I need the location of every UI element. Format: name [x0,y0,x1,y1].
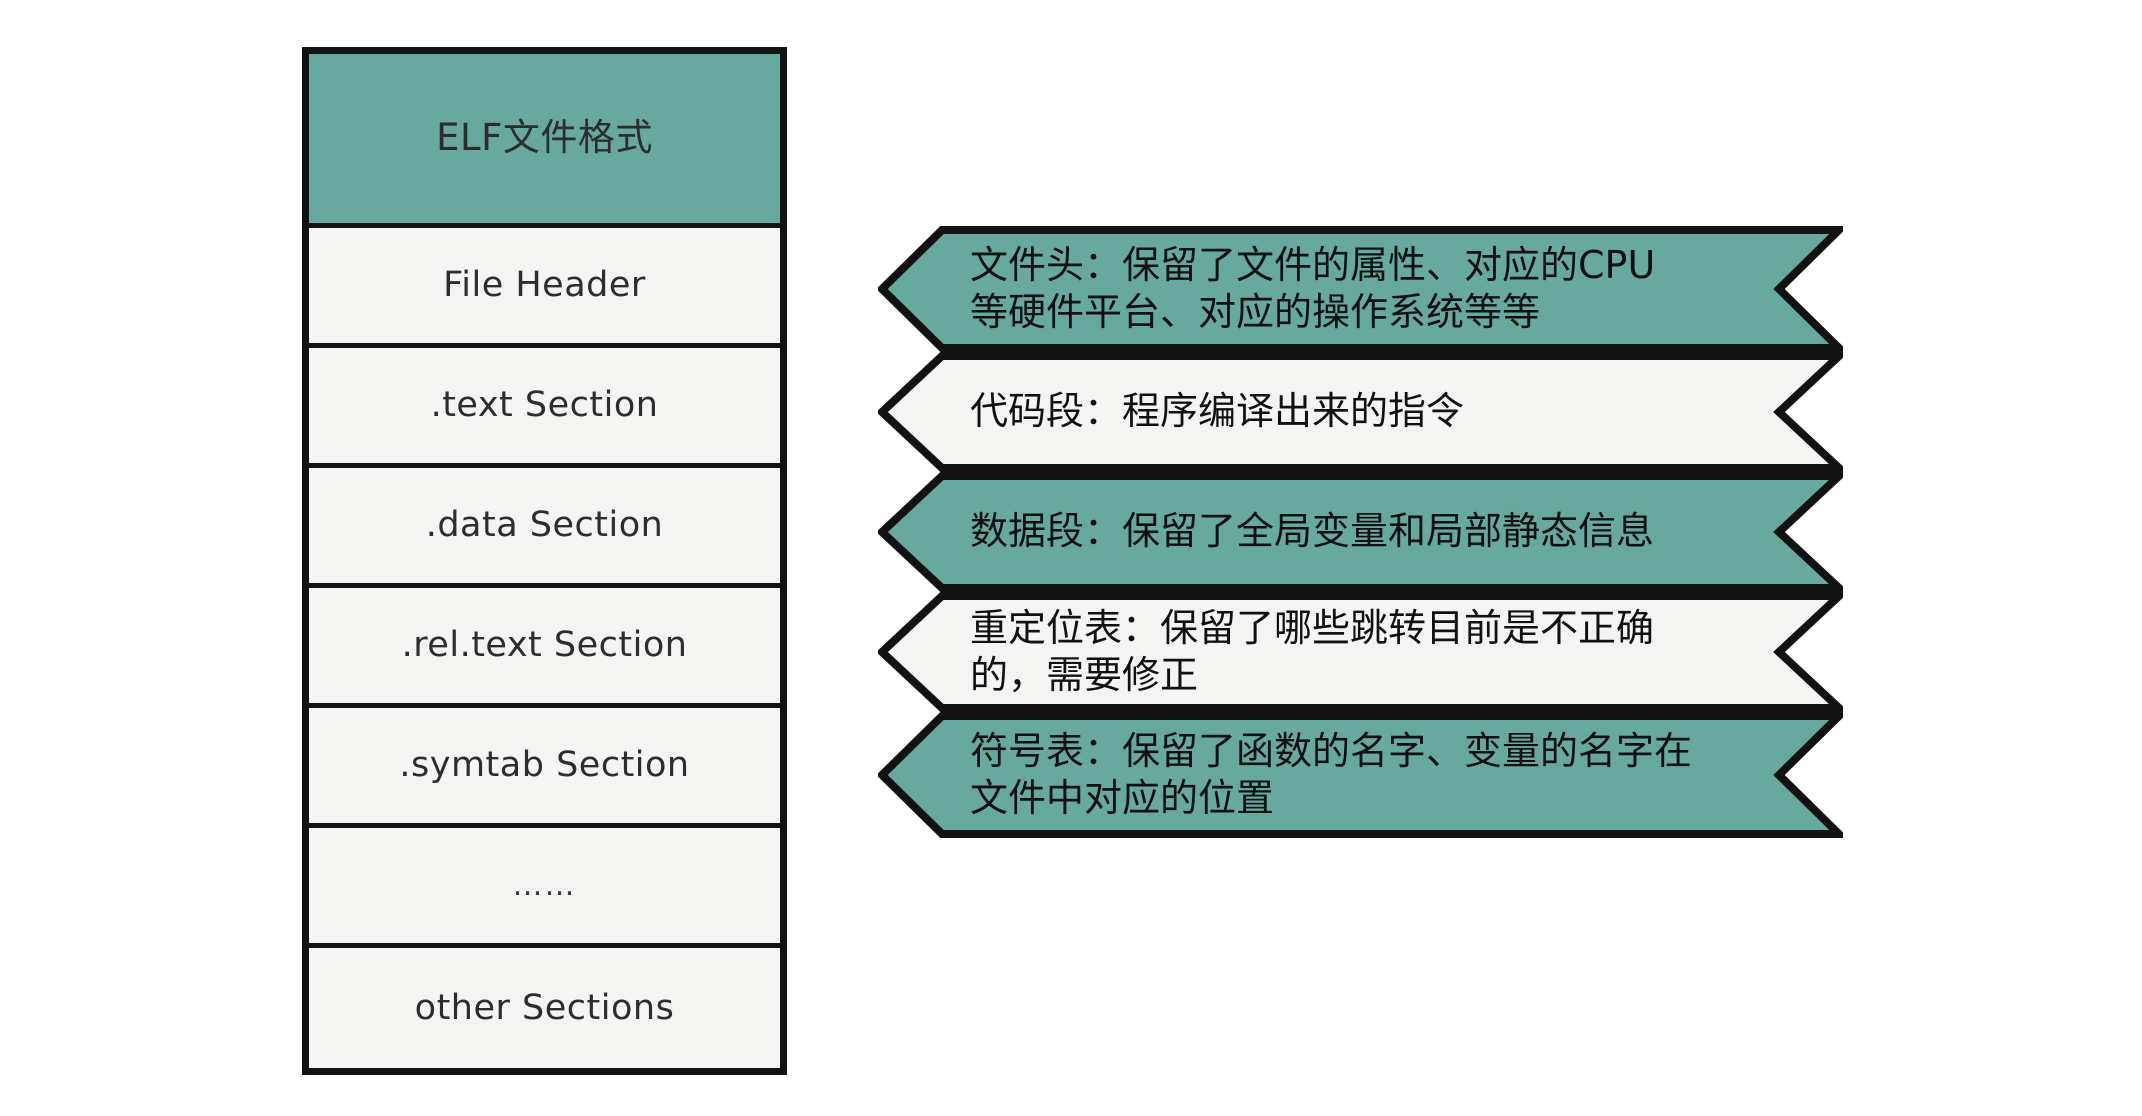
elf-row-label: other Sections [414,987,675,1028]
annotation-ribbon-text: 代码段：程序编译出来的指令 [970,352,1733,472]
elf-row-ellipsis: …… [309,828,780,948]
chevron-shape-icon [878,472,1843,592]
elf-stack-header-label: ELF文件格式 [436,116,653,160]
annotation-ribbon-symtab-section[interactable]: 符号表：保留了函数的名字、变量的名字在 文件中对应的位置 [878,712,1843,838]
annotation-line: 等硬件平台、对应的操作系统等等 [970,290,1541,334]
chevron-shape-icon [878,226,1843,352]
elf-row-label: .data Section [425,505,664,546]
annotation-line: 代码段：程序编译出来的指令 [970,389,1465,434]
elf-format-stack: ELF文件格式 File Header .text Section .data … [302,47,787,1075]
annotation-line: 数据段：保留了全局变量和局部静态信息 [970,509,1655,554]
annotation-ribbon-text: 文件头：保留了文件的属性、对应的CPU 等硬件平台、对应的操作系统等等 [970,226,1733,352]
annotation-line: 符号表：保留了函数的名字、变量的名字在 [970,728,1693,773]
elf-row-data-section[interactable]: .data Section [309,468,780,588]
annotation-ribbon-text-section[interactable]: 代码段：程序编译出来的指令 [878,352,1843,472]
annotation-ribbon-text: 符号表：保留了函数的名字、变量的名字在 文件中对应的位置 [970,712,1733,838]
elf-row-label: .symtab Section [399,745,690,786]
annotation-ribbons: 文件头：保留了文件的属性、对应的CPU 等硬件平台、对应的操作系统等等 代码段：… [878,226,1843,840]
chevron-shape-icon [878,352,1843,472]
annotation-line: 的，需要修正 [970,653,1199,697]
annotation-line: 文件头：保留了文件的属性、对应的CPU [970,242,1656,287]
annotation-ribbon-rel-text-section[interactable]: 重定位表：保留了哪些跳转目前是不正确 的，需要修正 [878,592,1843,712]
annotation-ribbon-text: 数据段：保留了全局变量和局部静态信息 [970,472,1733,592]
elf-row-label: …… [512,868,577,903]
annotation-ribbon-file-header[interactable]: 文件头：保留了文件的属性、对应的CPU 等硬件平台、对应的操作系统等等 [878,226,1843,352]
elf-row-label: .text Section [430,385,659,426]
elf-row-other-sections[interactable]: other Sections [309,948,780,1068]
annotation-ribbon-data-section[interactable]: 数据段：保留了全局变量和局部静态信息 [878,472,1843,592]
annotation-line: 重定位表：保留了哪些跳转目前是不正确 [970,605,1655,650]
annotation-line: 文件中对应的位置 [970,776,1275,820]
chevron-shape-icon [878,592,1843,712]
elf-row-text-section[interactable]: .text Section [309,348,780,468]
chevron-shape-icon [878,712,1843,838]
elf-row-file-header[interactable]: File Header [309,228,780,348]
elf-row-rel-text-section[interactable]: .rel.text Section [309,588,780,708]
elf-row-label: .rel.text Section [401,625,688,666]
elf-row-label: File Header [443,265,646,306]
elf-row-symtab-section[interactable]: .symtab Section [309,708,780,828]
elf-stack-header: ELF文件格式 [309,54,780,228]
annotation-ribbon-text: 重定位表：保留了哪些跳转目前是不正确 的，需要修正 [970,592,1733,712]
